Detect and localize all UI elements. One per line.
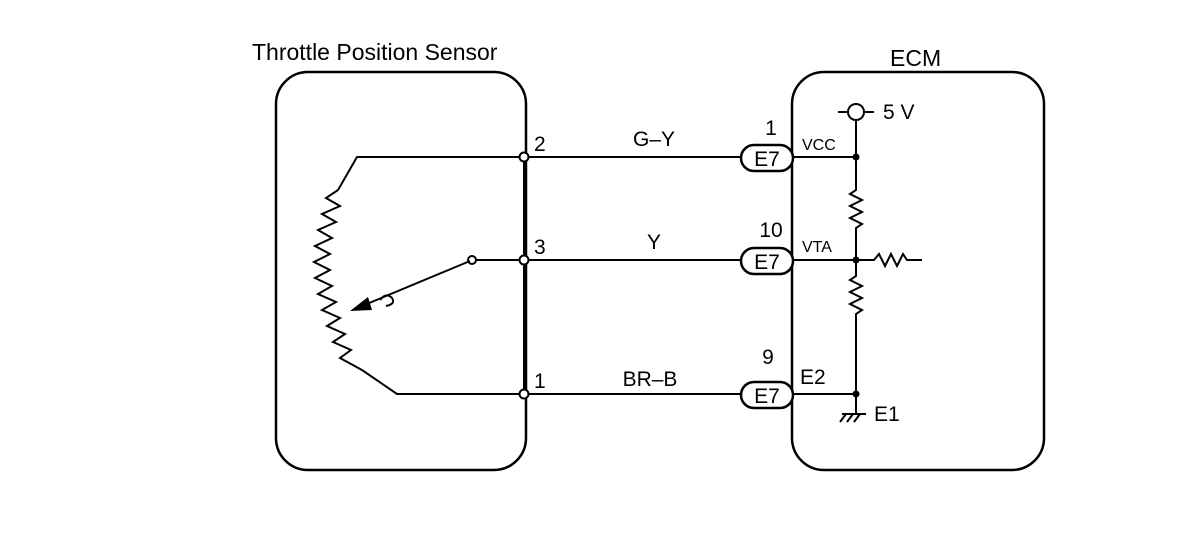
resistor-top-lead (337, 156, 524, 191)
ecm-pin-number: 10 (759, 219, 782, 242)
supply-5v: 5 V (838, 101, 915, 157)
ecm-pin-number: 1 (765, 117, 777, 140)
sensor-terminal-3 (518, 254, 530, 266)
pulldown-resistor (847, 260, 865, 394)
connector-e7: E7 (739, 246, 795, 276)
ecm-signal-label: E2 (800, 366, 826, 389)
connector-label: E7 (754, 385, 780, 408)
resistor-element (311, 156, 524, 395)
sensor-pin-label: 2 (534, 133, 546, 156)
connector-label: E7 (754, 148, 780, 171)
sensor-box (274, 70, 528, 472)
ecm-box (790, 70, 1046, 472)
wiper-arrowhead (350, 297, 372, 311)
vta-input-resistor (856, 251, 922, 269)
ecm-signal-label: VCC (802, 137, 836, 154)
ground-label: E1 (874, 403, 900, 426)
supply-label: 5 V (883, 101, 915, 124)
sensor-pin-label: 3 (534, 236, 546, 259)
sensor-title: Throttle Position Sensor (252, 39, 498, 65)
sensor-terminal-2 (518, 151, 530, 163)
wire-color-label: G–Y (633, 128, 675, 151)
wire-color-label: BR–B (623, 368, 678, 391)
wiper-line (361, 260, 471, 307)
connector-e7: E7 (739, 143, 795, 173)
resistor-zigzag (311, 189, 363, 371)
wiper-arm (350, 255, 524, 311)
sensor-terminal-1 (518, 388, 530, 400)
ecm-signal-label: VTA (802, 239, 832, 256)
wiper-motion-mark (379, 294, 395, 307)
connector-label: E7 (754, 251, 780, 274)
junction-dot (852, 256, 860, 264)
resistor-bottom-lead (361, 369, 524, 395)
wire-color-label: Y (647, 231, 661, 254)
wiper-pivot (467, 255, 477, 265)
ecm-title: ECM (890, 45, 941, 71)
sensor-pin-label: 1 (534, 370, 546, 393)
ecm-pin-number: 9 (762, 346, 774, 369)
pullup-resistor (847, 157, 865, 260)
connector-e7: E7 (739, 380, 795, 410)
junction-dot (852, 153, 860, 161)
ground-symbol: E1 (839, 394, 900, 426)
